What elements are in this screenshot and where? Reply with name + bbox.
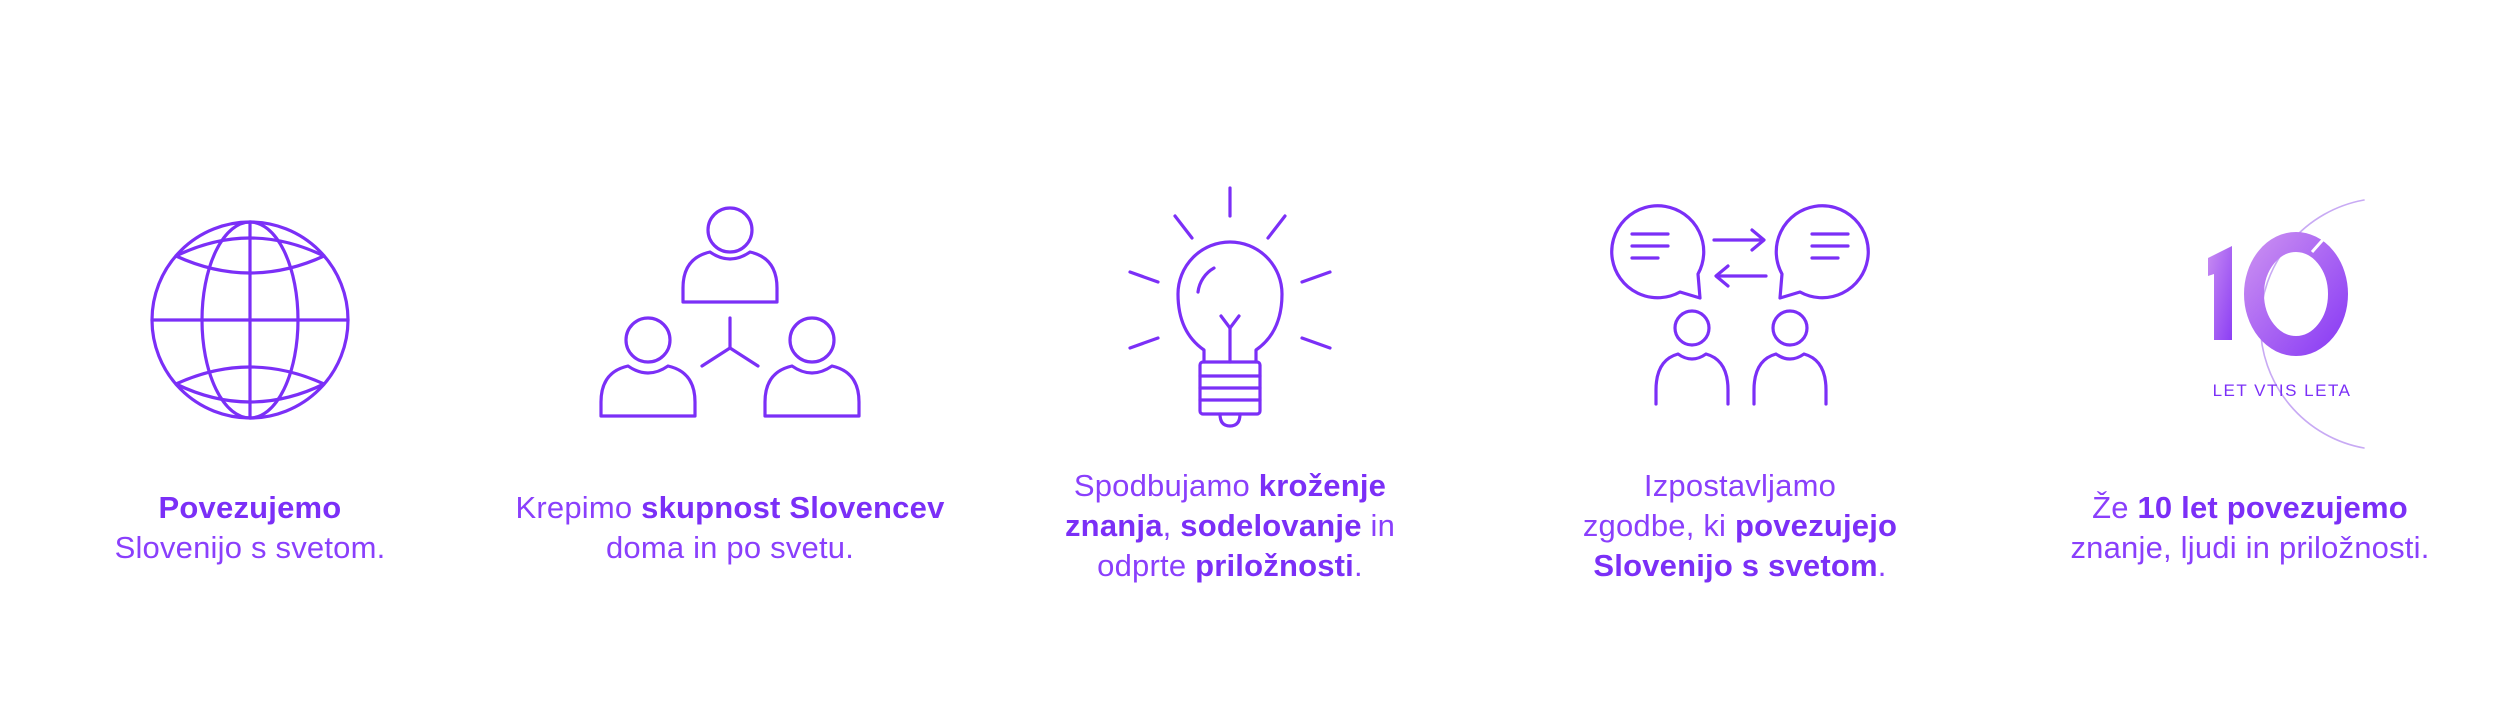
feature-caption: Spodbujamo kroženje znanja, sodelovanje … <box>980 466 1480 586</box>
caption-text: Že <box>2092 490 2138 525</box>
ten-years-badge-icon: LET VTIS LETA <box>2110 190 2390 449</box>
caption-text: odprte <box>1097 548 1196 583</box>
caption-text: , <box>1162 508 1181 543</box>
feature-connect-slovenia: Povezujemo Slovenijo s svetom. <box>0 0 500 728</box>
caption-text: zgodbe, ki <box>1582 508 1735 543</box>
feature-stories: Izpostavljamo zgodbe, ki povezujejo Slov… <box>1490 0 1990 728</box>
feature-ten-years: LET VTIS LETA Že 10 let povezujemo znanj… <box>2000 0 2500 728</box>
caption-bold-text: kroženje <box>1258 468 1387 503</box>
caption-text: . <box>1354 548 1363 583</box>
feature-strengthen-community: Krepimo skupnost Slovencev doma in po sv… <box>480 0 980 728</box>
caption-bold-text: znanja <box>1064 508 1163 543</box>
feature-caption: Povezujemo Slovenijo s svetom. <box>0 488 500 568</box>
badge-label: LET VTIS LETA <box>2213 381 2352 400</box>
lightbulb-icon <box>1090 186 1370 440</box>
caption-bold-text: Slovenijo s svetom <box>1593 548 1878 583</box>
feature-knowledge-circulation: Spodbujamo kroženje znanja, sodelovanje … <box>980 0 1480 728</box>
feature-caption: Izpostavljamo zgodbe, ki povezujejo Slov… <box>1490 466 1990 586</box>
feature-caption: Že 10 let povezujemo znanje, ljudi in pr… <box>2000 488 2500 568</box>
caption-text: in <box>1361 508 1396 543</box>
caption-text: Izpostavljamo <box>1643 468 1837 503</box>
caption-text: znanje, ljudi in priložnosti. <box>2070 530 2430 565</box>
caption-text: Slovenijo s svetom. <box>114 530 386 565</box>
caption-text: Krepimo <box>515 490 642 525</box>
community-network-icon <box>590 190 870 440</box>
caption-text: . <box>1877 548 1887 583</box>
caption-bold-text: sodelovanje <box>1180 508 1362 543</box>
globe-icon <box>110 190 390 440</box>
caption-bold-text: 10 let povezujemo <box>2137 490 2408 525</box>
caption-bold-text: Povezujemo <box>158 490 342 525</box>
caption-bold-text: skupnost Slovencev <box>641 490 945 525</box>
conversation-exchange-icon <box>1600 190 1880 440</box>
caption-bold-text: povezujejo <box>1734 508 1898 543</box>
feature-caption: Krepimo skupnost Slovencev doma in po sv… <box>480 488 980 568</box>
caption-bold-text: priložnosti <box>1195 548 1354 583</box>
caption-text: Spodbujamo <box>1073 468 1259 503</box>
caption-text: doma in po svetu. <box>605 530 855 565</box>
